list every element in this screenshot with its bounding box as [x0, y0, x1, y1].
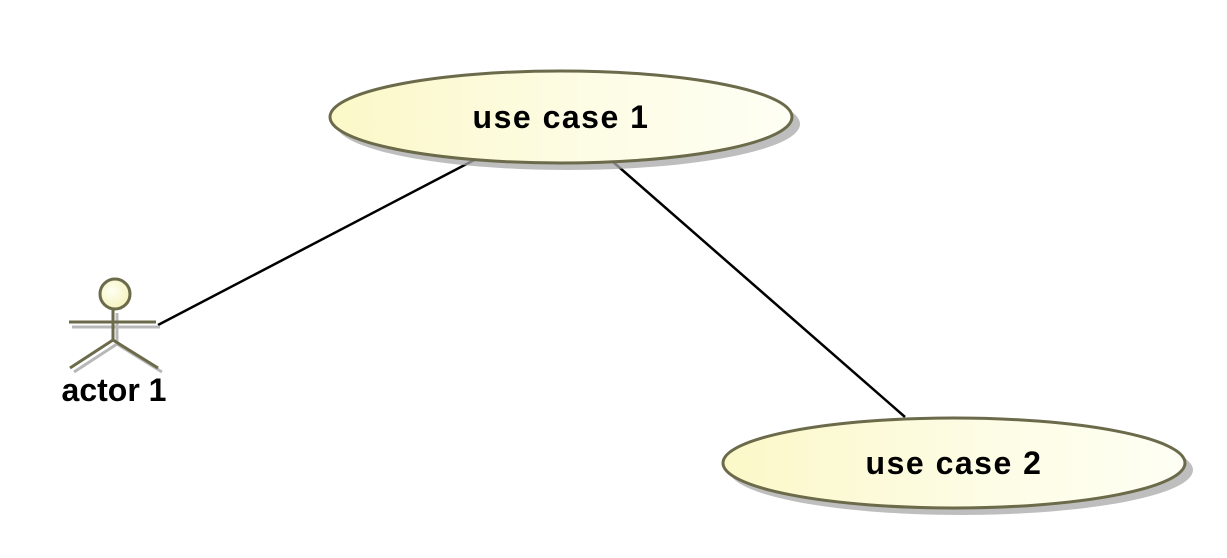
association-actor1-usecase1[interactable]: [157, 155, 481, 327]
stick-figure-icon: [69, 277, 163, 374]
use-case-1-label: use case 1: [473, 99, 650, 135]
use-case-2-label: use case 2: [866, 445, 1043, 481]
use-case-1-ellipse[interactable]: [328, 69, 794, 165]
use-case-1[interactable]: use case 1: [328, 69, 800, 170]
use-case-2[interactable]: use case 2: [721, 416, 1193, 515]
use-case-2-ellipse[interactable]: [721, 416, 1187, 510]
association-usecase1-usecase2[interactable]: [611, 160, 906, 418]
actor-1-label: actor 1: [62, 372, 167, 408]
actor-1[interactable]: actor 1: [62, 277, 167, 408]
